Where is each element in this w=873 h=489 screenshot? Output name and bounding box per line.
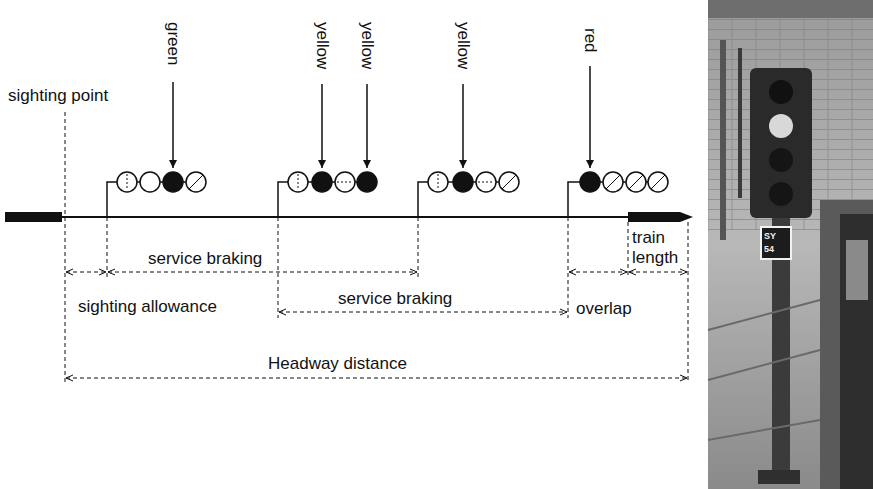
dimension-label: service braking [148, 249, 262, 269]
dimension-label: service braking [338, 289, 452, 309]
dimension-label: sighting point [8, 86, 108, 106]
dimension-label: sighting allowance [78, 297, 217, 317]
dimension-label: Headway distance [268, 354, 407, 374]
signal-photo [708, 0, 873, 489]
aspect-label: yellow [312, 22, 332, 69]
dimension-label: train length [632, 228, 686, 268]
sign-text: SY [764, 231, 776, 241]
aspect-label: yellow [453, 22, 473, 69]
aspect-label: green [163, 22, 183, 65]
aspect-label: yellow [357, 22, 377, 69]
dimension-label: overlap [576, 299, 632, 319]
aspect-label: red [580, 28, 600, 53]
sign-text: 54 [764, 244, 774, 254]
